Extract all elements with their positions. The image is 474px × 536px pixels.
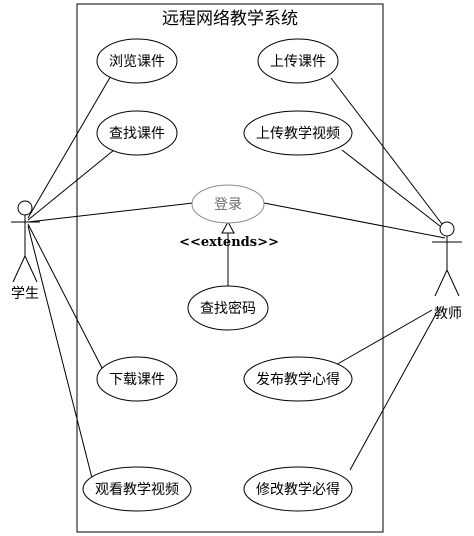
actor-leg-left	[12, 255, 26, 283]
extends-label: <<extends>>	[179, 235, 279, 250]
assoc-student-find	[27, 149, 115, 221]
extends-relation: <<extends>>	[179, 220, 279, 286]
actor-leg-left	[434, 269, 448, 297]
actor-leg-right	[446, 269, 460, 297]
assoc-student-browse	[27, 73, 113, 219]
actor-leg-right	[24, 255, 38, 283]
system-title: 远程网络教学系统	[162, 9, 298, 29]
assoc-teacher-publish	[333, 309, 433, 367]
use-case-find-password[interactable]: 查找密码	[187, 285, 269, 331]
assoc-teacher-upload-courseware	[330, 77, 446, 229]
actor-head-icon	[439, 221, 455, 237]
use-case-label: 发布教学心得	[256, 371, 340, 388]
use-case-upload-courseware[interactable]: 上传课件	[257, 38, 339, 84]
use-case-publish-notes[interactable]: 发布教学心得	[243, 356, 353, 402]
use-case-modify-notes[interactable]: 修改教学必得	[243, 466, 353, 512]
assoc-student-download	[27, 223, 103, 369]
actor-student[interactable]: 学生	[11, 200, 40, 302]
assoc-teacher-upload-video	[341, 149, 446, 231]
use-case-label: 观看教学视频	[95, 482, 179, 498]
assoc-student-watch	[27, 225, 94, 483]
assoc-teacher-modify	[349, 313, 437, 471]
use-case-login[interactable]: 登录	[191, 184, 265, 224]
use-case-label: 查找密码	[200, 300, 256, 317]
extends-arrowhead	[221, 220, 235, 234]
assoc-teacher-login	[263, 202, 446, 239]
use-case-browse-courseware[interactable]: 浏览课件	[96, 38, 178, 84]
actor-label-student: 学生	[11, 286, 39, 302]
use-case-find-courseware[interactable]: 查找课件	[96, 110, 178, 156]
actor-teacher[interactable]: 教师	[432, 221, 462, 322]
use-case-label: 上传教学视频	[256, 126, 340, 142]
teacher-associations	[263, 77, 446, 471]
use-case-label: 上传课件	[270, 54, 326, 70]
use-case-label: 查找课件	[109, 126, 165, 142]
use-case-label: 浏览课件	[109, 54, 165, 70]
system-boundary	[76, 3, 384, 533]
use-case-upload-video[interactable]: 上传教学视频	[243, 110, 353, 156]
use-case-label: 修改教学必得	[256, 481, 340, 498]
student-associations	[27, 73, 194, 483]
use-case-download-courseware[interactable]: 下载课件	[96, 356, 178, 402]
use-case-label: 下载课件	[109, 372, 165, 388]
use-case-label: 登录	[214, 197, 242, 213]
actor-head-icon	[17, 200, 33, 216]
assoc-student-login	[27, 202, 194, 223]
actor-label-teacher: 教师	[434, 306, 462, 322]
use-case-watch-video[interactable]: 观看教学视频	[82, 466, 192, 512]
